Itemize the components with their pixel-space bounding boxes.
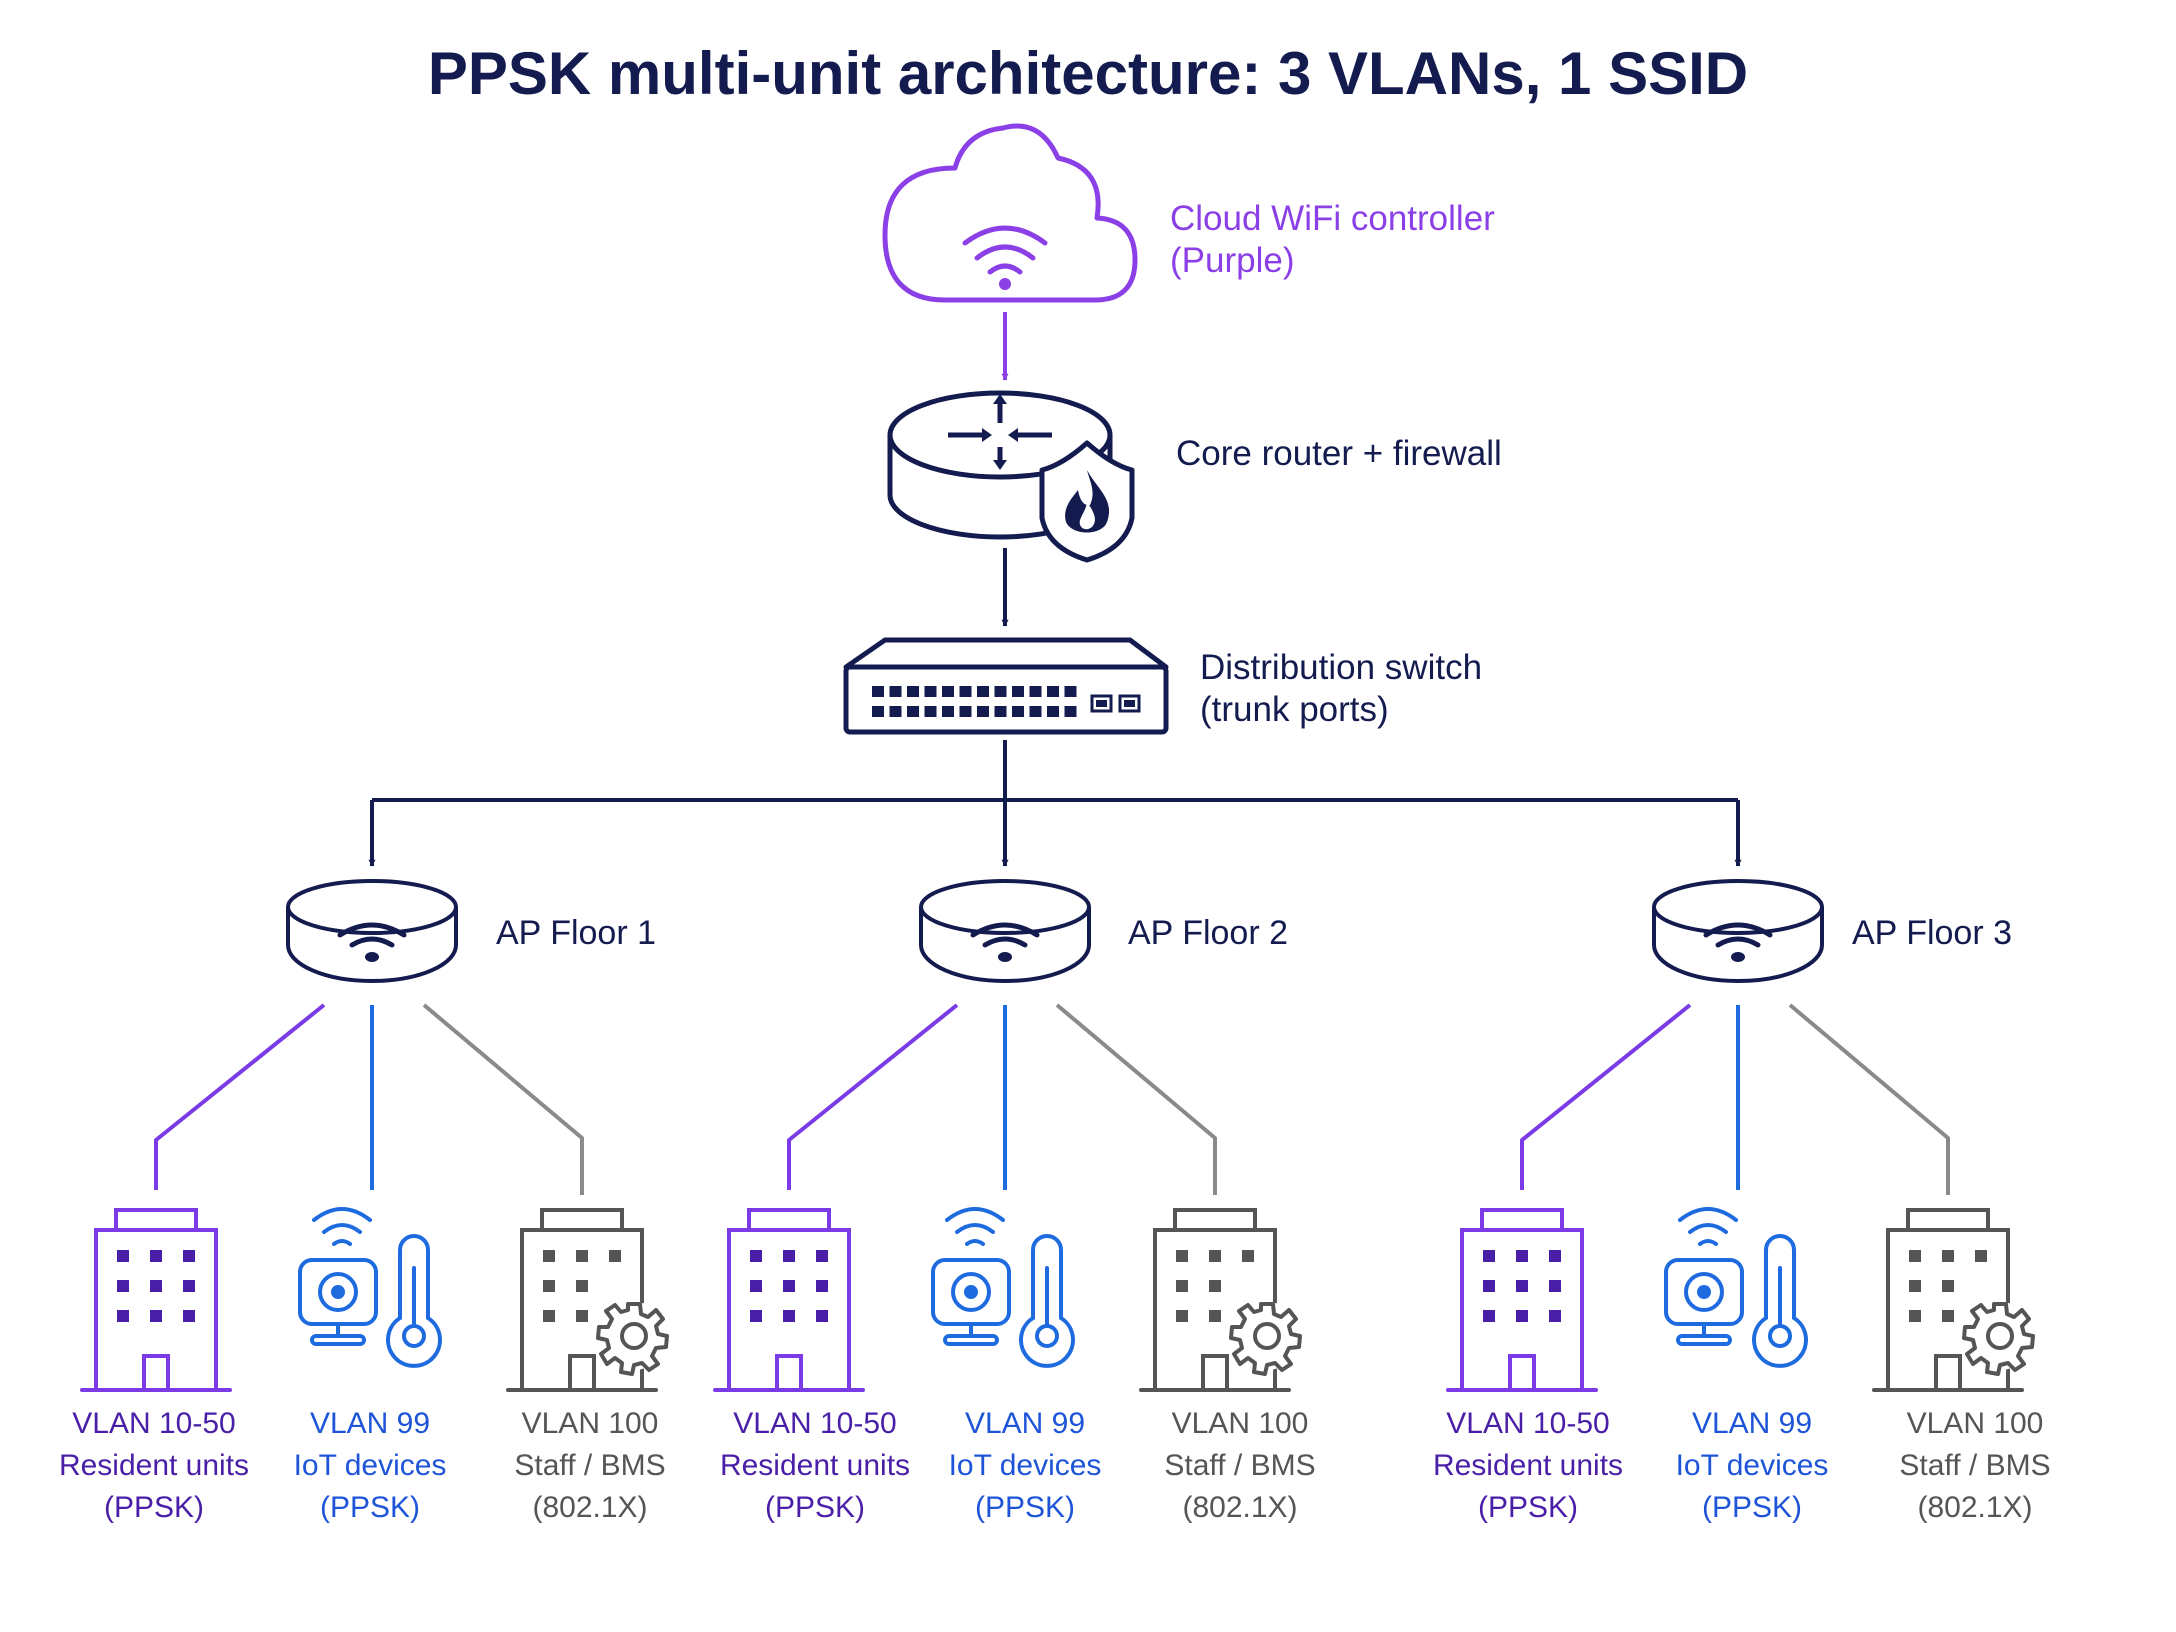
ap-link-staff-floor-1 [422,1003,584,1195]
building-icon [713,1208,865,1392]
vlan-purpose: Resident units [58,1449,250,1482]
ap-floor-1-label: AP Floor 1 [496,914,657,952]
vlan-auth: (802.1X) [1182,1491,1298,1524]
distribution-switch-label-line2: (trunk ports) [1200,690,1389,729]
vlan-id: VLAN 100 [1171,1407,1309,1440]
ap-floor-2-label: AP Floor 2 [1128,914,1289,952]
vlan-id: VLAN 10-50 [733,1407,897,1440]
vlan-label-resident-floor-3: VLAN 10-50 Resident units (PPSK) [1408,1403,1648,1529]
ap-link-resident-floor-3 [1520,1003,1692,1190]
ap-link-staff-floor-3 [1788,1003,1950,1195]
diagram-title: PPSK multi-unit architecture: 3 VLANs, 1… [427,40,1749,107]
vlan-purpose: Staff / BMS [514,1449,666,1482]
vlan-label-staff-floor-1: VLAN 100 Staff / BMS (802.1X) [470,1403,710,1529]
vlan-id: VLAN 100 [1906,1407,2044,1440]
vlan-label-resident-floor-1: VLAN 10-50 Resident units (PPSK) [34,1403,274,1529]
vlan-purpose: IoT devices [948,1449,1102,1482]
ap-floor-3-icon [1654,881,1822,981]
ap-link-resident-floor-1 [154,1003,326,1190]
vlan-auth: (PPSK) [974,1491,1076,1524]
vlan-id: VLAN 10-50 [1446,1407,1610,1440]
vlan-label-iot-floor-3: VLAN 99 IoT devices (PPSK) [1632,1403,1872,1529]
vlan-label-resident-floor-2: VLAN 10-50 Resident units (PPSK) [695,1403,935,1529]
vlan-label-iot-floor-2: VLAN 99 IoT devices (PPSK) [905,1403,1145,1529]
vlan-id: VLAN 99 [964,1407,1086,1440]
ap-link-staff-floor-2 [1055,1003,1217,1195]
vlan-auth: (PPSK) [319,1491,421,1524]
cloud-controller-label: Cloud WiFi controller (Purple) [1170,198,1495,282]
building-gear-icon [1139,1208,1303,1392]
cloud-controller-label-line2: (Purple) [1170,241,1295,280]
vlan-purpose: Resident units [719,1449,911,1482]
vlan-auth: (PPSK) [764,1491,866,1524]
switch-icon [843,637,1169,735]
vlan-label-iot-floor-1: VLAN 99 IoT devices (PPSK) [250,1403,490,1529]
iot-camera-thermometer-icon [1664,1207,1808,1368]
vlan-auth: (802.1X) [1917,1491,2033,1524]
cloud-wifi-icon [882,123,1138,303]
ap-link-resident-floor-2 [787,1003,959,1190]
building-icon [80,1208,232,1392]
vlan-id: VLAN 99 [1691,1407,1813,1440]
ap-floor-3-label: AP Floor 3 [1852,914,2013,952]
building-gear-icon [1872,1208,2036,1392]
ap-floor-1-icon [288,881,456,981]
vlan-purpose: Resident units [1432,1449,1624,1482]
distribution-switch-label-line1: Distribution switch [1200,648,1483,687]
iot-camera-thermometer-icon [298,1207,442,1368]
building-gear-icon [506,1208,670,1392]
ap-floor-2-icon [921,881,1089,981]
vlan-purpose: Staff / BMS [1164,1449,1316,1482]
vlan-purpose: IoT devices [1675,1449,1829,1482]
vlan-purpose: Staff / BMS [1899,1449,2051,1482]
vlan-id: VLAN 99 [309,1407,431,1440]
vlan-label-staff-floor-2: VLAN 100 Staff / BMS (802.1X) [1120,1403,1360,1529]
vlan-label-staff-floor-3: VLAN 100 Staff / BMS (802.1X) [1855,1403,2095,1529]
vlan-id: VLAN 10-50 [72,1407,236,1440]
vlan-auth: (802.1X) [532,1491,648,1524]
vlan-auth: (PPSK) [103,1491,205,1524]
vlan-auth: (PPSK) [1701,1491,1803,1524]
router-firewall-icon [887,390,1135,563]
vlan-purpose: IoT devices [293,1449,447,1482]
core-router-label: Core router + firewall [1176,434,1502,473]
vlan-auth: (PPSK) [1477,1491,1579,1524]
trunk-links [368,740,1742,867]
vlan-id: VLAN 100 [521,1407,659,1440]
building-icon [1446,1208,1598,1392]
cloud-controller-label-line1: Cloud WiFi controller [1170,199,1495,238]
distribution-switch-label: Distribution switch (trunk ports) [1200,647,1482,731]
iot-camera-thermometer-icon [931,1207,1075,1368]
